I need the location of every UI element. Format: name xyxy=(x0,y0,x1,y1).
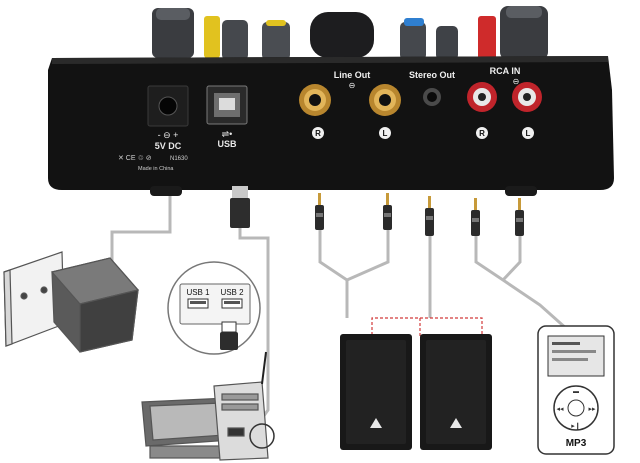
usb-b-port-tongue xyxy=(219,98,235,110)
line-out-right-jack-hole xyxy=(309,94,321,106)
rca-in-icon: ⊖ xyxy=(513,77,520,86)
computer-screen xyxy=(149,402,226,441)
dc-jack-hole xyxy=(158,96,178,116)
knob-row xyxy=(152,6,548,60)
line-out-cable-branch xyxy=(346,228,390,282)
knob xyxy=(500,6,548,60)
prev-icon: ◂◂ xyxy=(556,406,564,413)
power-cable xyxy=(110,195,172,280)
outlet-hole xyxy=(20,292,28,300)
mp3-screen-line xyxy=(552,350,596,353)
knob-yellow xyxy=(266,20,286,26)
usb-port-2-label: USB 2 xyxy=(220,288,244,297)
plug-3-5mm xyxy=(515,198,524,236)
knob xyxy=(222,20,248,60)
rca-in-cable-branch xyxy=(501,236,522,282)
speaker-front xyxy=(426,340,486,444)
certification-marks: ✕ CE ♲ ⊘ xyxy=(118,155,152,162)
main-knob xyxy=(310,12,374,58)
usb-b-plug-body xyxy=(230,198,250,228)
usb-port-callout: USB 1 USB 2 xyxy=(167,261,261,355)
usb-port-1-tongue xyxy=(190,301,206,304)
device-foot xyxy=(505,186,537,196)
click-wheel-center xyxy=(567,399,585,417)
knob-yellow xyxy=(204,16,220,58)
dc-label: 5V DC xyxy=(155,141,182,151)
knob-cap xyxy=(156,8,190,20)
rca-in-label: RCA IN xyxy=(490,66,521,76)
plug-3-5mm xyxy=(315,193,324,230)
mp3-player: ▬ ◂◂ ▸▸ ▸❙ MP3 xyxy=(537,325,615,455)
rca-in-right-marker: R xyxy=(479,129,485,138)
tower-drive xyxy=(221,403,259,411)
power-adapter xyxy=(3,251,140,353)
usb-b-plug xyxy=(232,186,248,198)
mp3-label: MP3 xyxy=(566,438,587,449)
line-out-left-jack-hole xyxy=(379,94,391,106)
knob-blue xyxy=(404,18,424,26)
play-pause-icon: ▸❙ xyxy=(571,422,580,430)
dc-polarity-symbol: - ⊖ + xyxy=(158,130,179,140)
marker-circle xyxy=(312,127,324,139)
usb-port-1-label: USB 1 xyxy=(186,288,210,297)
channel-markers: R L R L xyxy=(312,127,534,139)
plug-3-5mm xyxy=(471,198,480,236)
knob-cap xyxy=(506,6,542,18)
device-foot xyxy=(150,186,182,196)
usb-icon: ⇌• xyxy=(222,129,233,139)
usb-a-plug-body xyxy=(220,332,238,350)
speaker-right xyxy=(420,334,492,450)
next-icon: ▸▸ xyxy=(588,406,596,413)
mp3-screen-line xyxy=(552,358,588,361)
computer xyxy=(141,351,275,461)
marker-circle xyxy=(476,127,488,139)
usb-port-2-tongue xyxy=(224,301,240,304)
speaker-logo-icon xyxy=(370,418,382,428)
tower-port xyxy=(227,427,245,437)
plug-3-5mm xyxy=(383,193,392,230)
knob xyxy=(262,22,290,60)
speaker-left xyxy=(340,334,412,450)
computer-tower xyxy=(213,381,269,461)
rca-in-right-jack-hole xyxy=(478,93,486,101)
marker-circle xyxy=(379,127,391,139)
knob-red xyxy=(478,16,496,60)
line-out-left-marker: L xyxy=(383,129,388,138)
knob xyxy=(152,8,194,58)
device-chassis xyxy=(48,56,614,190)
plug-3-5mm xyxy=(425,196,434,236)
line-out-icon: ⊖ xyxy=(349,81,356,90)
outlet-hole xyxy=(40,286,48,294)
tower-port-highlight xyxy=(249,423,275,449)
tower-drive xyxy=(221,393,259,401)
cert-code: N1630 xyxy=(170,156,188,162)
rca-in-left-jack-hole xyxy=(523,93,531,101)
rca-in-left-marker: L xyxy=(526,129,531,138)
device-top-edge xyxy=(52,56,608,64)
speaker-front xyxy=(346,340,406,444)
stereo-out-label: Stereo Out xyxy=(409,70,455,80)
knob xyxy=(400,22,426,60)
speaker-wires xyxy=(371,317,483,338)
plugs xyxy=(230,186,524,236)
wall-outlet-edge xyxy=(3,269,13,347)
line-out-label: Line Out xyxy=(334,70,371,80)
knob xyxy=(436,26,458,60)
antenna xyxy=(261,351,267,385)
made-in-label: Made in China xyxy=(138,166,174,172)
usb-hub xyxy=(179,283,251,325)
speaker-logo-icon xyxy=(450,418,462,428)
mixer-device: - ⊖ + 5V DC ⇌• USB ✕ CE ♲ ⊘ N1630 Made i… xyxy=(48,6,614,196)
mp3-screen-line xyxy=(552,342,580,345)
line-out-cable xyxy=(318,228,349,318)
stereo-out-jack-hole xyxy=(427,92,437,102)
marker-circle xyxy=(522,127,534,139)
line-out-right-marker: R xyxy=(315,129,321,138)
usb-a-plug-metal xyxy=(221,321,237,333)
rca-in-cable xyxy=(474,236,569,332)
menu-icon: ▬ xyxy=(573,389,579,395)
usb-label: USB xyxy=(217,139,237,149)
adapter-brick-side xyxy=(79,289,139,353)
